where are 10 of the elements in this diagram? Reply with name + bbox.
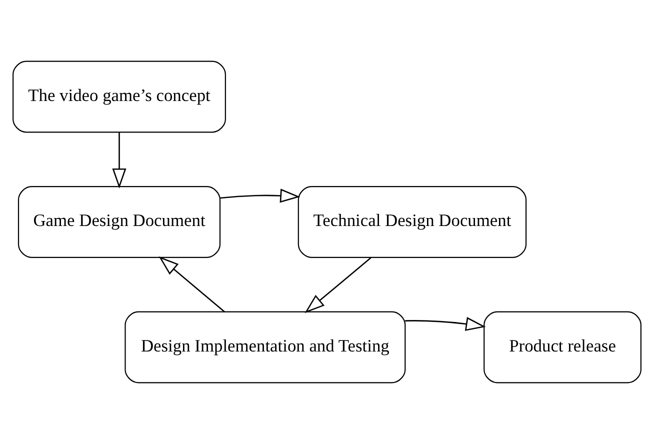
arrow bbox=[112, 132, 126, 188]
arrow bbox=[220, 188, 300, 202]
arrow bbox=[405, 316, 486, 330]
arrow bbox=[304, 256, 372, 313]
node-box: Technical Design Document bbox=[298, 186, 527, 258]
node-box: Product release bbox=[484, 310, 642, 383]
arrow bbox=[158, 256, 225, 312]
node-box: Design Implementation and Testing bbox=[124, 310, 406, 383]
node-box: The video game’s concept bbox=[12, 60, 226, 132]
node-box: Game Design Document bbox=[18, 186, 221, 258]
